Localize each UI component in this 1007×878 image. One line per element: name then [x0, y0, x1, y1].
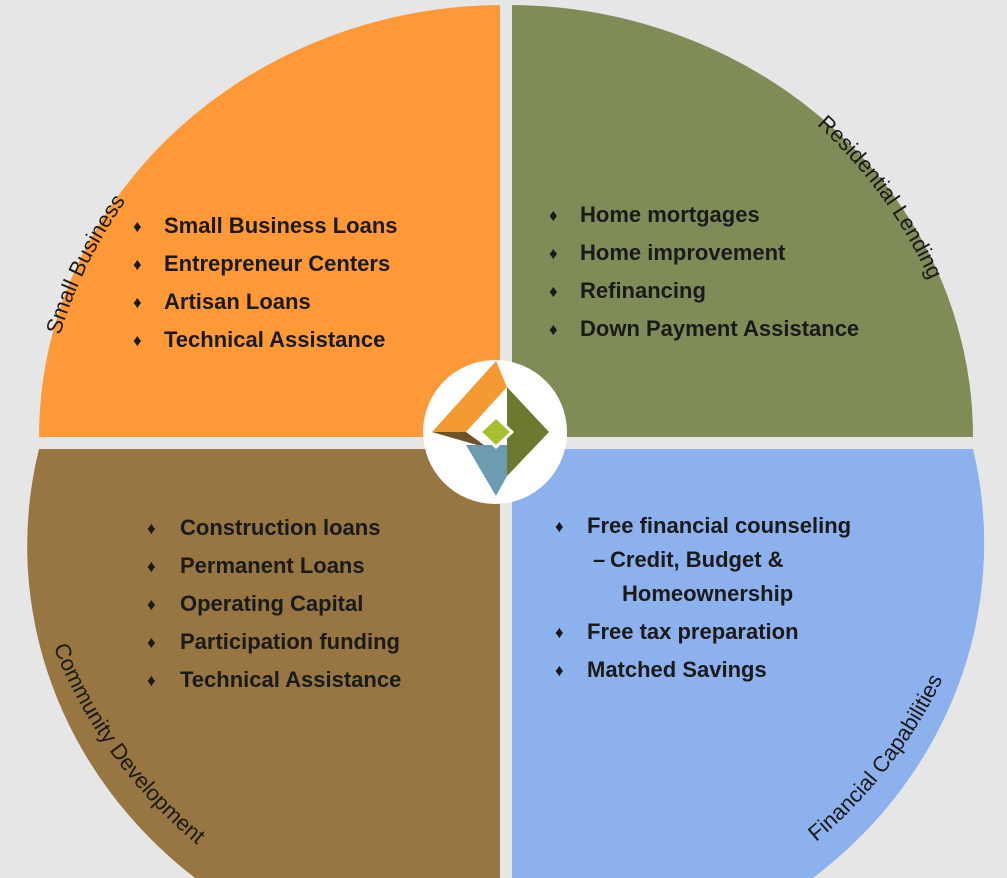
logo-brown-segment — [432, 432, 484, 445]
community-development-list: ♦ Construction loans ♦ Permanent Loans ♦… — [147, 515, 401, 692]
logo-green-segment — [507, 387, 549, 476]
community-development-item: Construction loans — [180, 515, 380, 540]
logo-badge — [423, 360, 567, 504]
financial-capabilities-item: Free tax preparation — [587, 619, 799, 644]
bullet-diamond-icon: ♦ — [555, 623, 564, 642]
small-business-item: Artisan Loans — [164, 289, 311, 314]
financial-capabilities-item: Matched Savings — [587, 657, 767, 682]
residential-lending-list: ♦ Home mortgages ♦ Home improvement ♦ Re… — [549, 202, 859, 341]
sub-item-dash: – — [593, 547, 605, 572]
financial-capabilities-quadrant — [512, 449, 985, 878]
bullet-diamond-icon: ♦ — [147, 519, 156, 538]
logo-orange-segment — [432, 361, 507, 432]
bullet-diamond-icon: ♦ — [147, 595, 156, 614]
residential-lending-item: Down Payment Assistance — [580, 316, 859, 341]
bullet-diamond-icon: ♦ — [555, 517, 564, 536]
residential-lending-item: Refinancing — [580, 278, 706, 303]
community-development-item: Permanent Loans — [180, 553, 365, 578]
small-business-quadrant — [39, 5, 500, 437]
bullet-diamond-icon: ♦ — [549, 206, 558, 225]
small-business-item: Entrepreneur Centers — [164, 251, 390, 276]
small-business-item: Small Business Loans — [164, 213, 398, 238]
financial-capabilities-list: ♦ Free financial counseling – Credit, Bu… — [555, 513, 851, 682]
residential-lending-item: Home mortgages — [580, 202, 760, 227]
logo-blue-segment — [466, 445, 507, 496]
bullet-diamond-icon: ♦ — [133, 331, 142, 350]
bullet-diamond-icon: ♦ — [133, 293, 142, 312]
bullet-diamond-icon: ♦ — [147, 557, 156, 576]
bullet-diamond-icon: ♦ — [147, 671, 156, 690]
residential-lending-quadrant — [512, 5, 973, 437]
bullet-diamond-icon: ♦ — [133, 217, 142, 236]
community-development-item: Operating Capital — [180, 591, 363, 616]
community-development-quadrant — [27, 449, 500, 878]
community-development-item: Technical Assistance — [180, 667, 401, 692]
small-business-list: ♦ Small Business Loans ♦ Entrepreneur Ce… — [133, 213, 398, 352]
financial-capabilities-sub-item: Credit, Budget & — [610, 547, 784, 572]
financial-capabilities-item: Free financial counseling — [587, 513, 851, 538]
community-development-item: Participation funding — [180, 629, 400, 654]
logo-center-square — [477, 414, 515, 450]
bullet-diamond-icon: ♦ — [549, 244, 558, 263]
residential-lending-item: Home improvement — [580, 240, 786, 265]
bullet-diamond-icon: ♦ — [147, 633, 156, 652]
bullet-diamond-icon: ♦ — [549, 282, 558, 301]
bullet-diamond-icon: ♦ — [133, 255, 142, 274]
financial-capabilities-sub-item: Homeownership — [622, 581, 793, 606]
bullet-diamond-icon: ♦ — [555, 661, 564, 680]
small-business-item: Technical Assistance — [164, 327, 385, 352]
bullet-diamond-icon: ♦ — [549, 320, 558, 339]
